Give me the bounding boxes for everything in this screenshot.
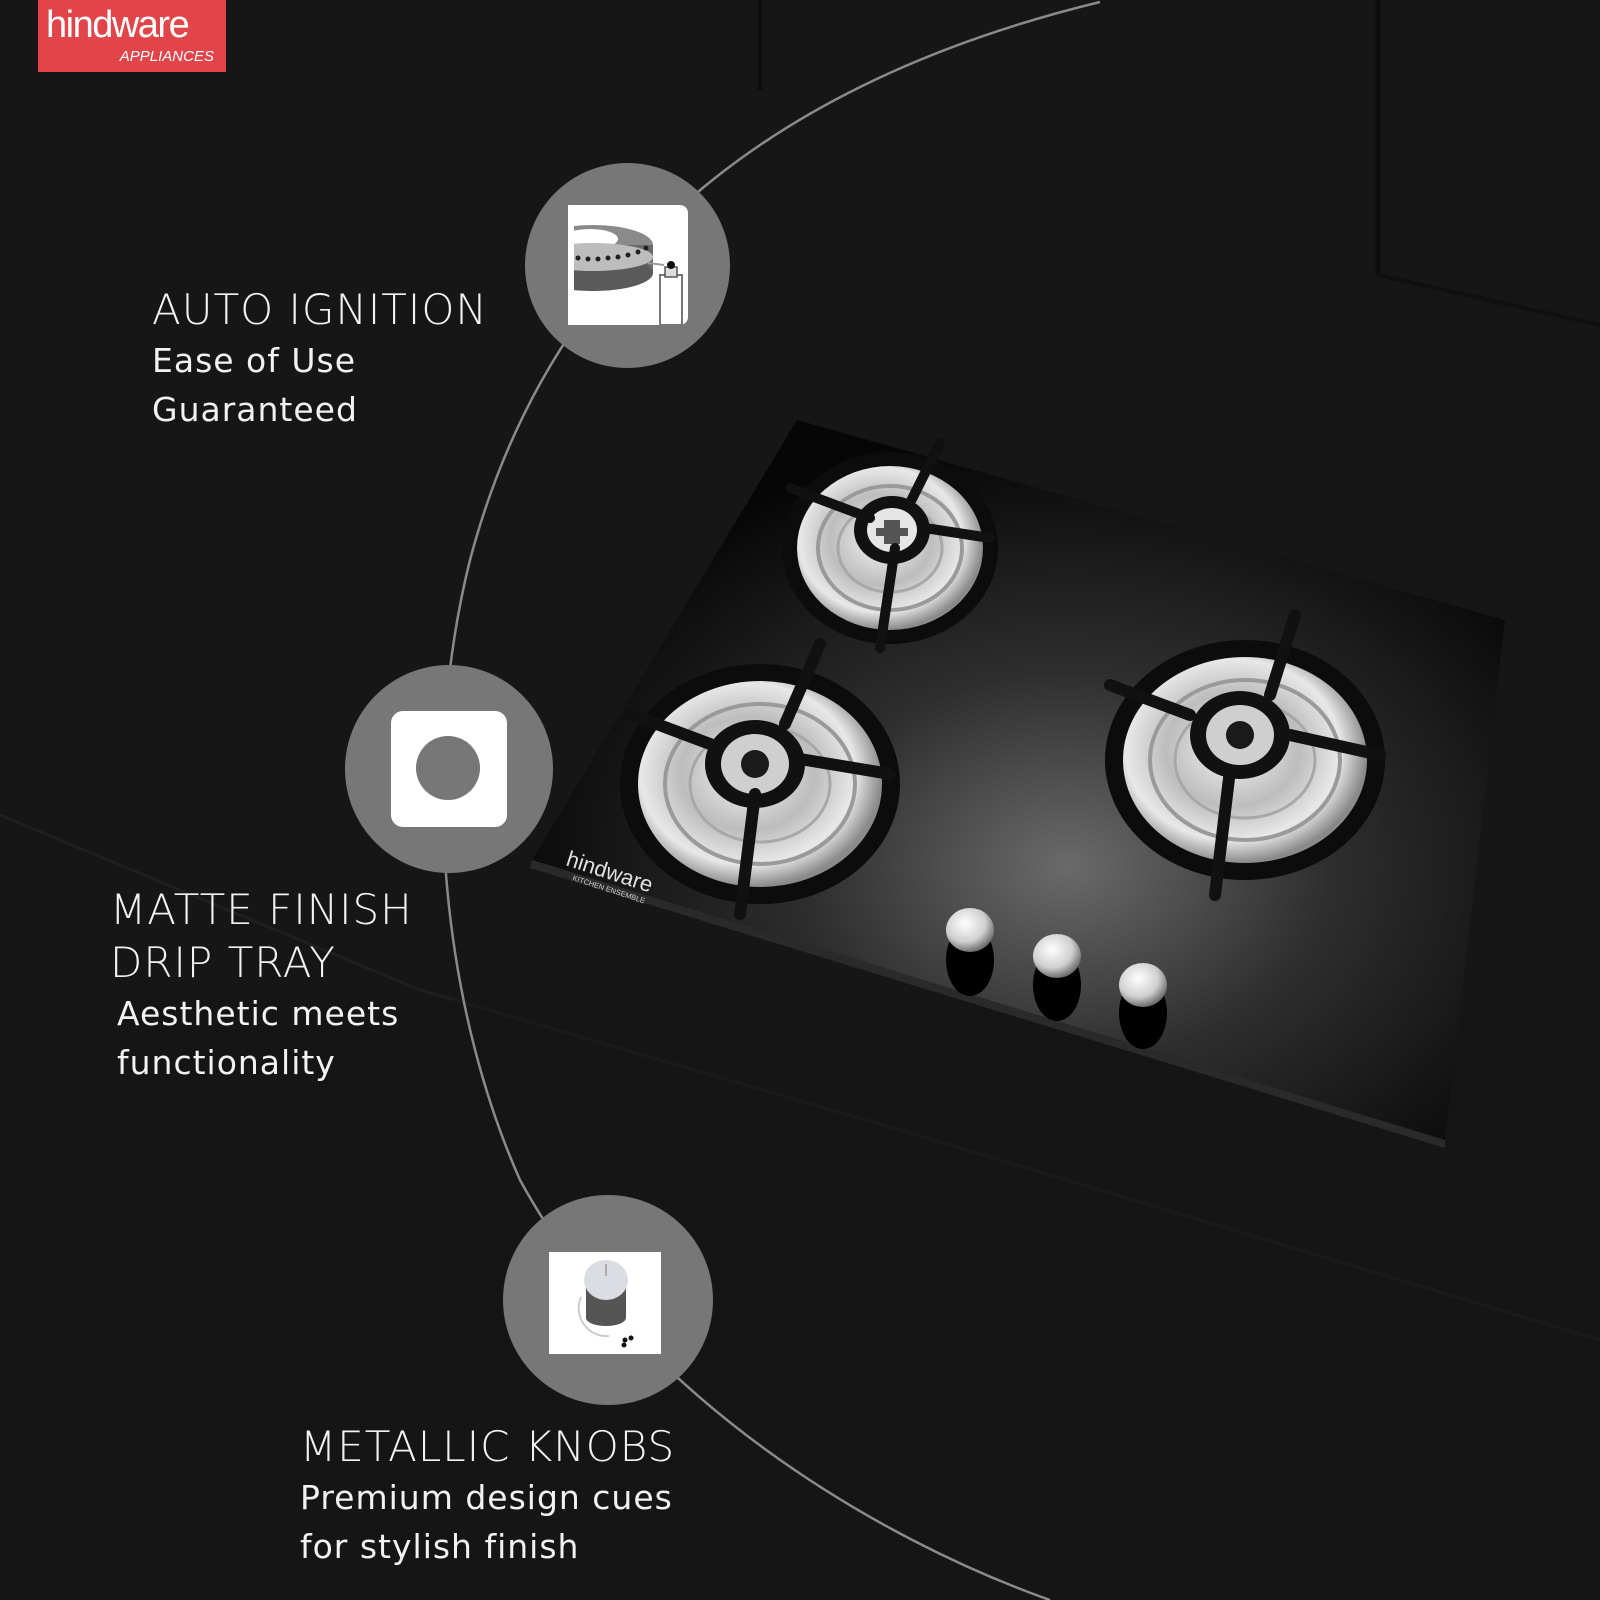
drip-tray-badge [345,665,553,873]
knob-2 [1033,934,1081,1021]
feature-title: MATTE FINISH DRIP TRAY [110,885,413,987]
brand-logo: hindware APPLIANCES [38,0,226,72]
feature-metallic-knobs: METALLIC KNOBS Premium design cues for s… [300,1420,675,1571]
knob-icon [549,1252,661,1354]
feature-matte-finish-drip-tray: MATTE FINISH DRIP TRAY Aesthetic meets f… [110,883,413,1087]
feature-title: METALLIC KNOBS [300,1422,676,1471]
metallic-knobs-badge [503,1195,713,1405]
feature-description: Ease of Use Guaranteed [152,341,358,429]
feature-description: Premium design cues for stylish finish [300,1478,673,1566]
knob-3 [1119,963,1167,1049]
brand-subtitle: APPLIANCES [119,48,214,65]
knob-1 [946,908,994,996]
gas-hob: hindware KITCHEN ENSEMBLE [530,420,1505,1148]
feature-description: Aesthetic meets functionality [117,994,400,1082]
auto-ignition-burner-icon [568,205,688,325]
feature-auto-ignition: AUTO IGNITION Ease of Use Guaranteed [152,283,488,434]
auto-ignition-badge [525,163,730,368]
feature-title: AUTO IGNITION [152,285,488,334]
brand-name: hindware [46,4,190,46]
drip-tray-icon [391,711,507,827]
